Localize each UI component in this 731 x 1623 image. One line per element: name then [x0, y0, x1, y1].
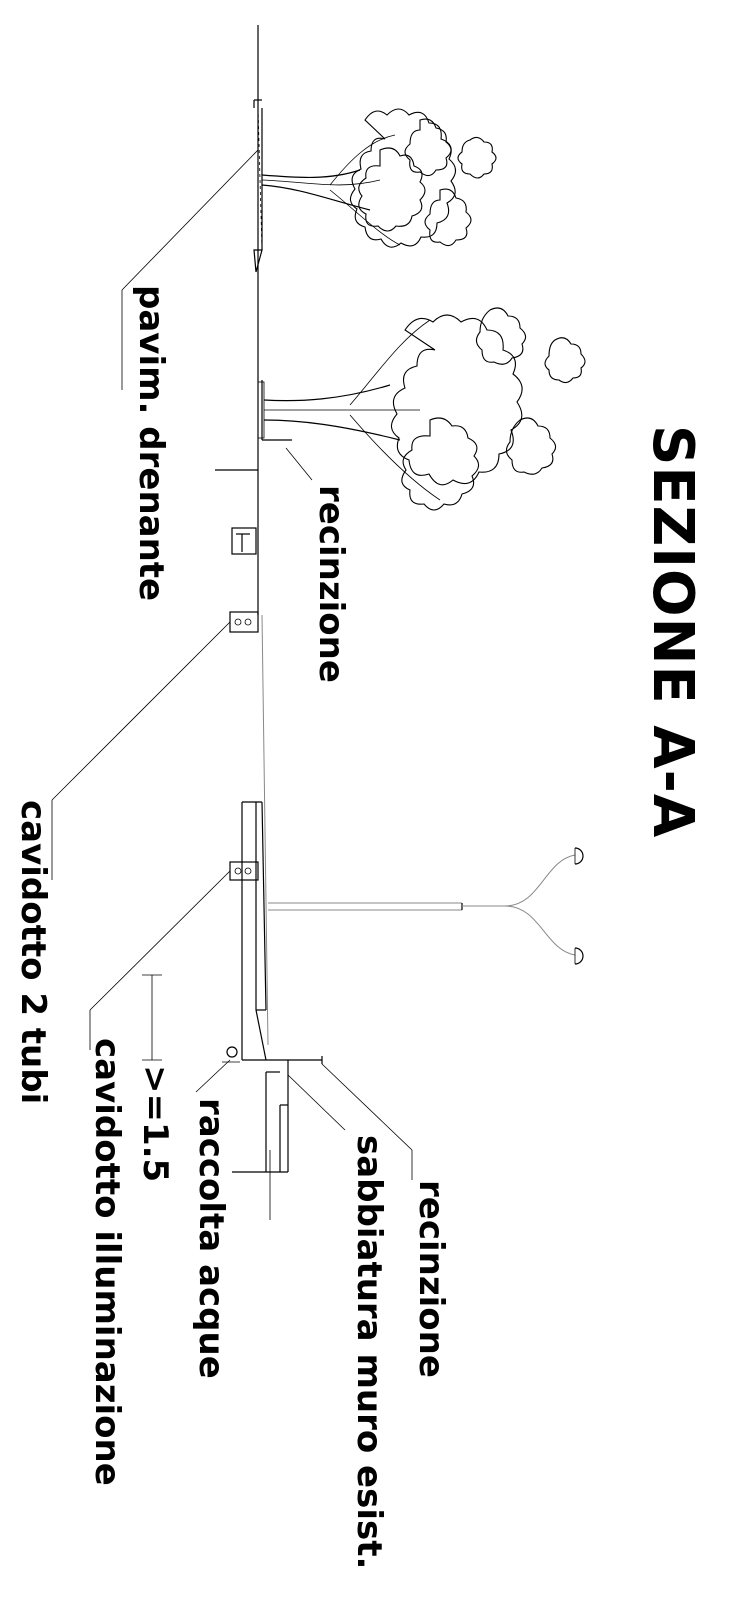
label-raccolta-acque: raccolta acque [191, 1098, 231, 1379]
tree-icon [257, 307, 586, 511]
fence-top [215, 380, 292, 471]
label-recinzione-bottom: recinzione [411, 1180, 451, 1378]
duct-2-tubes-icon [229, 611, 259, 633]
street-lamp-icon [268, 847, 584, 965]
bench-icon [231, 527, 257, 555]
dimension-value: >=1.5 [135, 1065, 175, 1183]
ground-profile [253, 25, 269, 1046]
leader-lines [51, 149, 413, 1180]
drain-pipe-icon [222, 1046, 240, 1063]
duct-lighting-icon [229, 861, 259, 881]
dimension-line [142, 974, 162, 1061]
label-cavidotto-2-tubi: cavidotto 2 tubi [13, 800, 53, 1105]
retaining-wall [232, 801, 323, 1220]
tree-icon [261, 108, 497, 248]
label-sabbiatura: sabbiatura muro esist. [349, 1135, 389, 1570]
section-title: SEZIONE A-A [640, 425, 705, 839]
label-cavidotto-illuminazione: cavidotto illuminazione [87, 1038, 127, 1486]
label-pavim-drenante: pavim. drenante [131, 285, 171, 602]
label-recinzione-top: recinzione [311, 485, 351, 683]
